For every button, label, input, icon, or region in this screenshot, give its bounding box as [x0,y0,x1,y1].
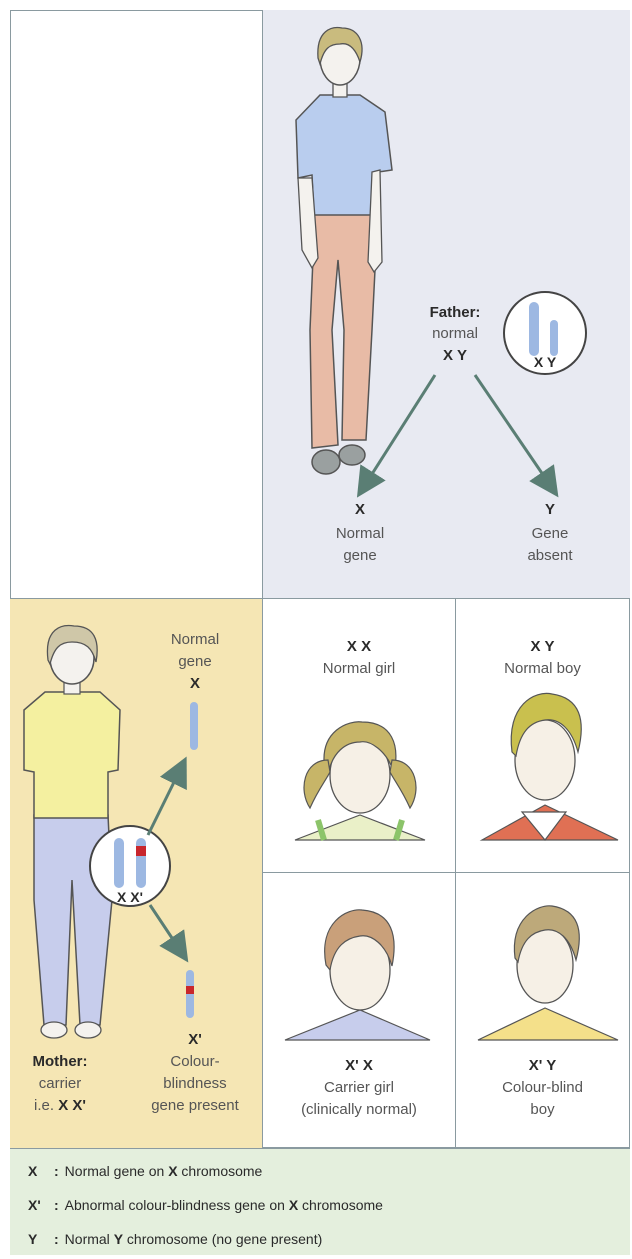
legend-text: Normal gene on [65,1163,169,1179]
legend-symbol: X [28,1162,54,1180]
legend-symbol: X' [28,1196,54,1214]
legend-row-x: X:Normal gene on X chromosome [28,1162,262,1180]
legend-text: Normal [65,1231,114,1247]
legend-bold: X [168,1163,177,1179]
legend-bold: Y [114,1231,123,1247]
legend-row-y: Y:Normal Y chromosome (no gene present) [28,1230,322,1248]
legend-text: Abnormal colour-blindness gene on [65,1197,289,1213]
legend-bold: X [289,1197,298,1213]
legend-text-after: chromosome [298,1197,383,1213]
legend-symbol: Y [28,1230,54,1248]
legend-row-x-prime: X':Abnormal colour-blindness gene on X c… [28,1196,383,1214]
legend-text-after: chromosome (no gene present) [123,1231,322,1247]
legend-text-after: chromosome [178,1163,263,1179]
